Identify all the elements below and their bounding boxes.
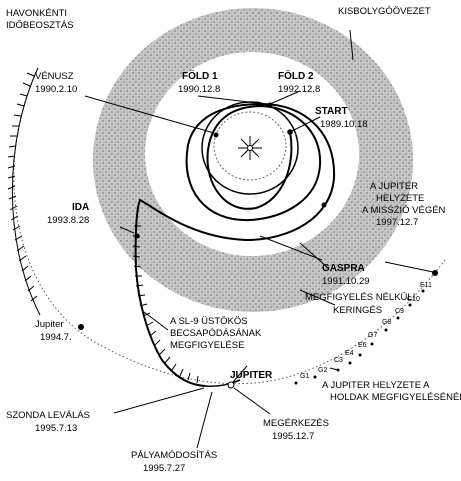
encounter-label: C3 xyxy=(334,357,343,364)
schedule-label-line2: IDŐBEOSZTÁS xyxy=(6,20,74,31)
monthly-schedule-ticks xyxy=(7,72,38,302)
arrival-date: 1995.12.7 xyxy=(272,431,314,442)
leader-lines xyxy=(84,29,434,449)
sl9-label-line3: MEGFIGYELÉSE xyxy=(170,340,244,351)
start-marker xyxy=(287,129,293,135)
earth2-label: FÖLD 2 xyxy=(278,69,314,82)
monthly-schedule-arc xyxy=(11,67,41,316)
probe-release-date: 1995.7.13 xyxy=(35,423,77,434)
moons-label-line2: HOLDAK MEGFIGYELÉSÉNÉL xyxy=(330,392,461,403)
encounter-label: C10 xyxy=(407,296,420,303)
jupiter-1994-label: Jupiter xyxy=(35,319,64,330)
unobserved-label-line1: MEGFIGYELÉS NÉLKÜLI xyxy=(305,292,415,303)
jupiter-end-marker xyxy=(432,270,438,276)
unobserved-label-line2: KERINGÉS xyxy=(333,305,382,316)
orbit-change-label: PÁLYAMÓDOSÍTÁS xyxy=(131,450,217,461)
encounter-label: G2 xyxy=(318,367,327,374)
jupiter-1994-date: 1994.7. xyxy=(40,332,72,343)
sl9-label-line1: A SL-9 ÜSTÖKÖS xyxy=(170,316,248,327)
encounter-label: G7 xyxy=(368,332,377,339)
gaspra-label: GASPRA xyxy=(322,263,365,274)
gaspra-marker xyxy=(321,202,327,208)
gaspra-date: 1991.10.29 xyxy=(322,276,370,287)
ida-marker xyxy=(134,233,140,239)
encounter-label: G8 xyxy=(382,319,391,326)
encounter-label: E11 xyxy=(420,282,432,289)
encounter-dots xyxy=(294,289,425,385)
venus-date: 1990.2.10 xyxy=(35,84,77,95)
encounter-label: E6 xyxy=(358,342,367,349)
earth2-date: 1992.12.8 xyxy=(278,84,320,95)
venus-flyby-marker xyxy=(213,132,219,138)
trajectory-ticks xyxy=(132,225,199,384)
ida-label: IDA xyxy=(72,202,89,213)
venus-label: VÉNUSZ xyxy=(35,71,74,82)
earth1-date: 1990.12.8 xyxy=(178,84,220,95)
moons-label-line1: A JUPITER HELYZETE A xyxy=(322,380,430,391)
start-date: 1989.10.18 xyxy=(320,119,368,130)
encounter-label: C9 xyxy=(395,308,404,315)
galileo-trajectory-end xyxy=(204,379,241,387)
arrival-label: MEGÉRKEZÉS xyxy=(263,418,329,429)
earth1-flyby-marker xyxy=(255,101,261,107)
asteroid-belt-ring xyxy=(93,8,413,312)
encounter-label: E4 xyxy=(345,350,354,357)
jupiter-end-label-line3: A MISSZIÓ VÉGÉN xyxy=(362,205,446,216)
probe-release-label: SZONDA LEVÁLÁS xyxy=(6,410,90,421)
jupiter-arrival-marker xyxy=(227,381,235,389)
sun-icon xyxy=(238,136,262,160)
ida-date: 1993.8.28 xyxy=(47,215,89,226)
venus-orbit xyxy=(213,111,287,181)
encounter-label: G1 xyxy=(300,373,309,380)
galileo-trajectory xyxy=(134,102,336,387)
asteroid-belt-label: KISBOLYGÓÖVEZET xyxy=(338,6,431,17)
orbit-change-date: 1995.7.27 xyxy=(143,463,185,474)
jupiter-1994-marker xyxy=(78,324,84,330)
jupiter-end-date: 1997.12.7 xyxy=(376,217,418,228)
jupiter-label: JUPITER xyxy=(230,370,273,381)
earth1-label: FÖLD 1 xyxy=(182,69,218,82)
jupiter-end-label-line2: HELYZETE xyxy=(376,193,424,204)
jupiter-end-label-line1: A JUPITER xyxy=(370,181,418,192)
schedule-label-line1: HAVONKÉNTI xyxy=(6,8,67,19)
start-label: START xyxy=(315,106,348,117)
sl9-label-line2: BECSAPÓDÁSÁNAK xyxy=(170,328,262,339)
